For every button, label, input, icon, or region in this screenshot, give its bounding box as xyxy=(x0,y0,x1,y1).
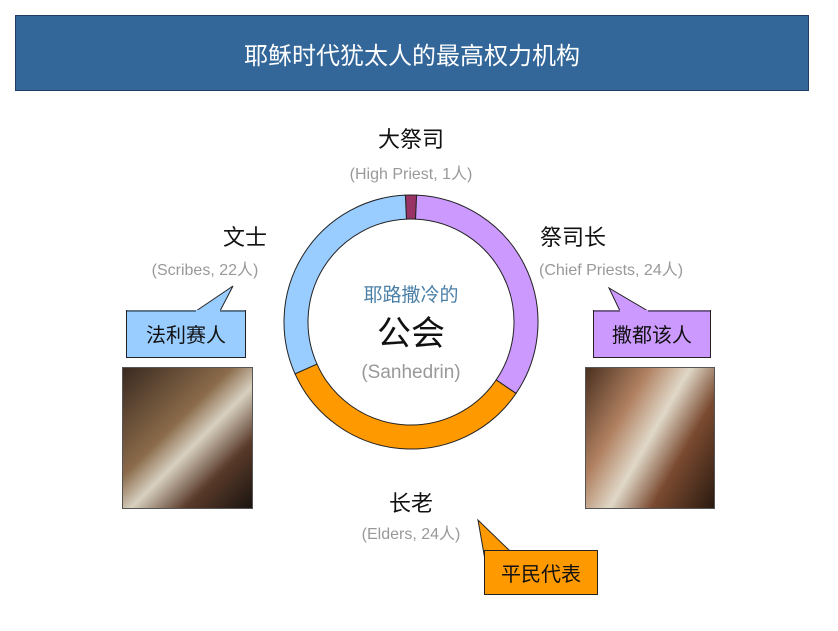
pharisees-image xyxy=(122,367,253,509)
callout-tail-right xyxy=(607,286,650,312)
center-english: (Sanhedrin) xyxy=(361,362,461,383)
label-elders: 长老 xyxy=(388,492,433,517)
donut-segment-high-priest xyxy=(404,194,418,220)
center-subtitle: 耶路撒冷的 xyxy=(363,284,459,306)
label-scribes-en: (Scribes, 22人) xyxy=(151,262,259,279)
sadducees-image xyxy=(585,367,715,509)
center-title: 公会 xyxy=(377,314,445,354)
label-chief-priests: 祭司长 xyxy=(540,226,607,251)
label-chief-priests-en: (Chief Priests, 24人) xyxy=(539,262,684,279)
label-high-priest-en: (High Priest, 1人) xyxy=(349,166,473,183)
slide-title: 耶稣时代犹太人的最高权力机构 xyxy=(15,15,809,91)
callout-pharisees: 法利赛人 xyxy=(126,310,246,358)
callout-tail-left xyxy=(194,285,234,312)
callout-sadducees: 撒都该人 xyxy=(593,310,711,358)
donut-segment-scribes xyxy=(283,194,407,375)
callout-commoners: 平民代表 xyxy=(484,550,598,595)
label-scribes: 文士 xyxy=(222,226,267,251)
label-elders-en: (Elders, 24人) xyxy=(361,526,461,543)
label-high-priest: 大祭司 xyxy=(377,128,444,153)
